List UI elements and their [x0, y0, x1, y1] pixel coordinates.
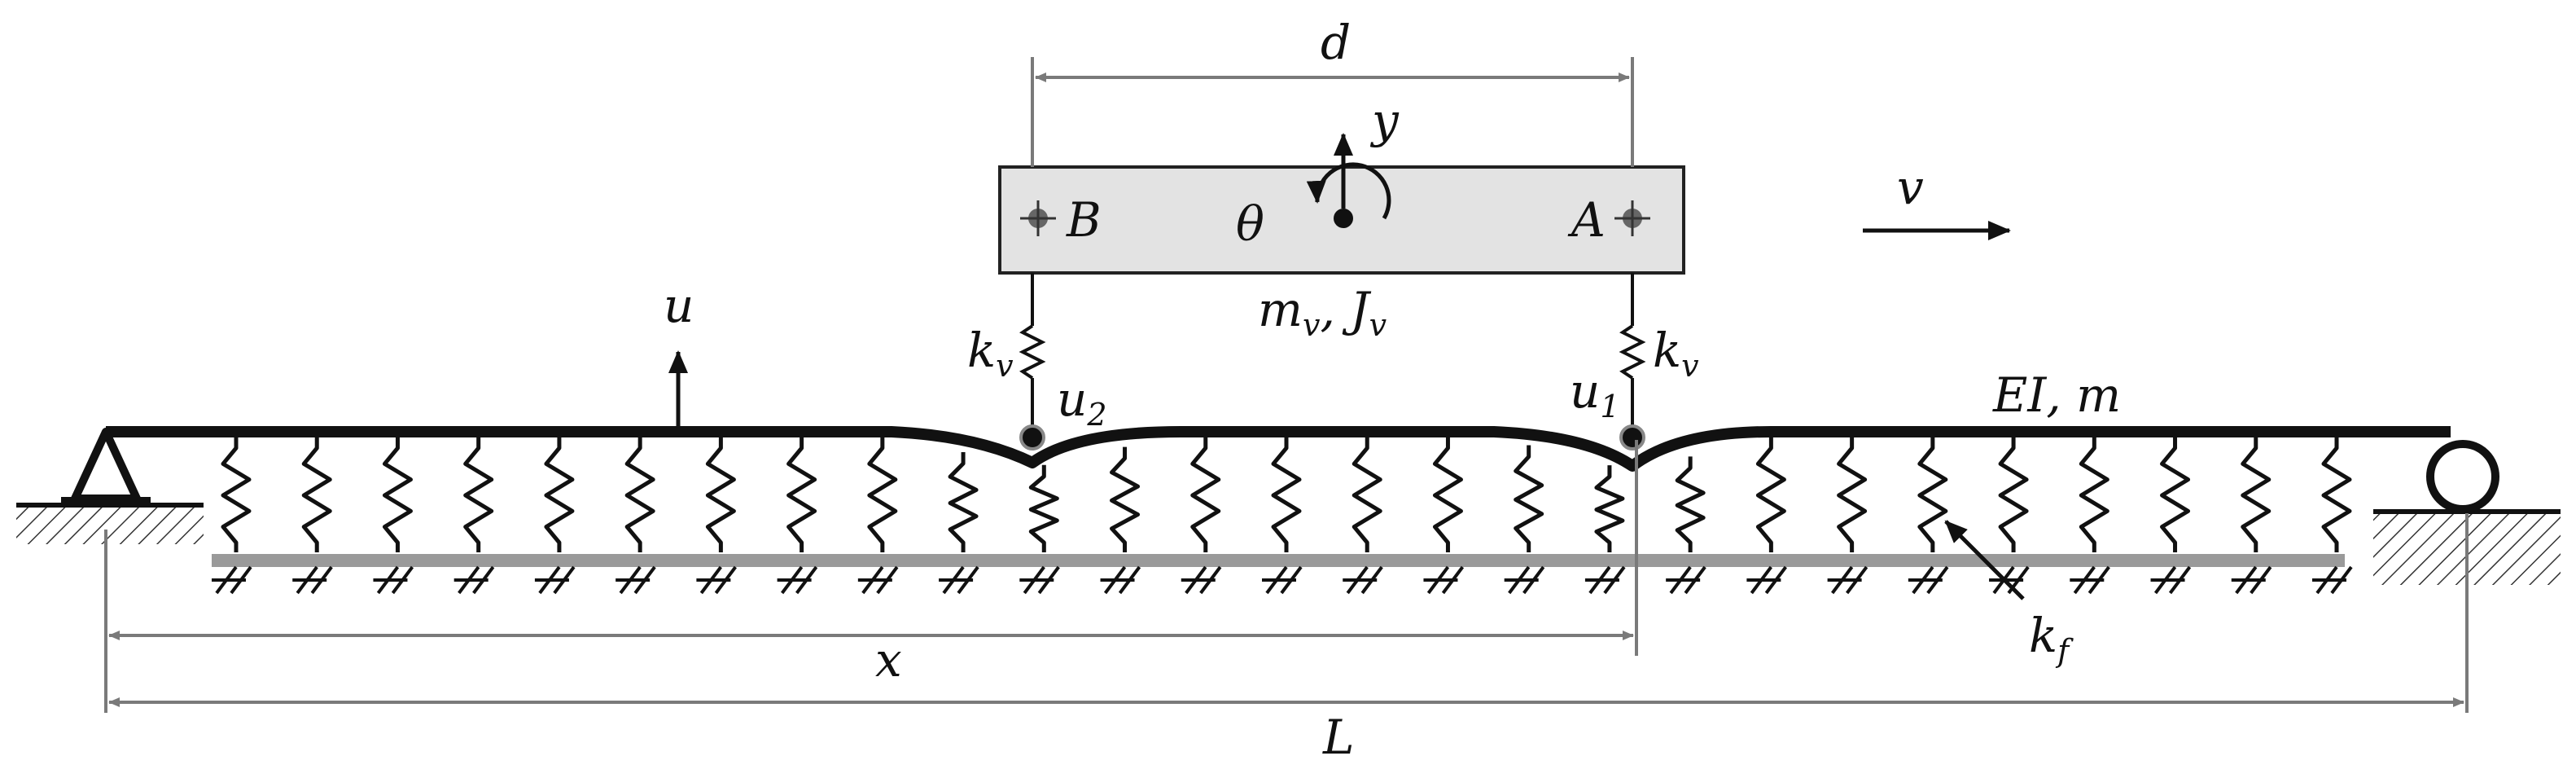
ground-mark — [1908, 565, 1949, 595]
label-kv-right: kv — [1653, 323, 1699, 384]
foundation-spring — [1271, 437, 1302, 552]
ground-mark — [1343, 565, 1383, 595]
label-l: L — [1322, 710, 1355, 765]
ground-mark — [1746, 565, 1787, 595]
label-kv-left: kv — [967, 323, 1014, 384]
label-theta: θ — [1236, 196, 1264, 252]
ground-mark — [1423, 565, 1465, 595]
foundation-spring — [1675, 456, 1706, 552]
ground-mark — [2312, 565, 2353, 595]
ground-mark — [373, 565, 414, 595]
ground-mark — [534, 565, 576, 595]
dimension-d — [1031, 57, 1634, 167]
foundation-spring — [1917, 437, 1948, 552]
center-of-mass — [1334, 209, 1353, 228]
label-ei-m: EI, m — [1992, 367, 2121, 423]
foundation-spring — [867, 437, 898, 552]
ground-mark — [1827, 565, 1868, 595]
foundation-spring — [2079, 437, 2109, 552]
point-b-marker — [1020, 200, 1056, 236]
foundation-spring — [463, 437, 494, 552]
foundation-spring — [1755, 437, 1786, 552]
point-a-marker — [1614, 200, 1650, 236]
roller-support — [2426, 440, 2499, 513]
ground-mark — [1584, 565, 1626, 595]
foundation-ground-marks — [212, 565, 2353, 595]
ground-mark — [453, 565, 495, 595]
foundation-spring — [382, 437, 413, 552]
foundation-spring — [544, 437, 575, 552]
label-kf: kf — [2029, 608, 2074, 669]
foundation-spring — [1352, 437, 1382, 552]
foundation-spring — [705, 437, 736, 552]
label-v: v — [1897, 160, 1924, 215]
label-u2: u2 — [1057, 371, 1107, 433]
foundation-springs — [221, 437, 2352, 552]
foundation-spring — [221, 437, 252, 552]
label-d: d — [1321, 15, 1351, 70]
kf-pointer-arrow — [1944, 520, 2025, 600]
dimension-x — [104, 440, 1638, 713]
label-mass-inertia: mv, Jv — [1258, 282, 1387, 343]
foundation-spring — [2321, 437, 2352, 552]
label-y: y — [1369, 93, 1400, 148]
foundation-spring — [624, 437, 655, 552]
label-x: x — [875, 632, 902, 688]
ground-mark — [696, 565, 737, 595]
foundation-spring — [1028, 464, 1059, 552]
foundation-spring — [1514, 445, 1544, 552]
ground-mark — [212, 565, 252, 595]
label-u1: u1 — [1570, 363, 1620, 424]
ground-mark — [1666, 565, 1706, 595]
label-a: A — [1567, 192, 1606, 248]
dimension-l — [108, 513, 2469, 713]
ground-mark — [1019, 565, 1060, 595]
foundation-spring — [1998, 437, 2029, 552]
label-b: B — [1066, 192, 1102, 248]
ground-mark — [857, 565, 899, 595]
beam — [106, 426, 2451, 472]
ground-left — [16, 503, 204, 544]
ground-mark — [2150, 565, 2192, 595]
vehicle-spring-left — [1019, 273, 1046, 436]
ground-mark — [1262, 565, 1303, 595]
foundation-spring — [1190, 437, 1221, 552]
foundation-spring — [1110, 446, 1141, 552]
foundation-spring — [301, 437, 332, 552]
contact-point-u2 — [1019, 424, 1045, 451]
ground-mark — [292, 565, 333, 595]
foundation-spring — [2241, 437, 2272, 552]
ground-mark — [616, 565, 656, 595]
foundation-spring — [948, 452, 979, 552]
theta-rotation-arrow — [1306, 162, 1391, 220]
pin-support — [61, 428, 151, 503]
ground-mark — [1504, 565, 1545, 595]
ground-mark — [1181, 565, 1222, 595]
foundation-spring — [1432, 437, 1463, 552]
ground-mark — [777, 565, 818, 595]
label-u: u — [664, 278, 694, 333]
foundation-spring — [786, 437, 817, 552]
foundation-spring — [1594, 465, 1625, 552]
contact-point-u1 — [1619, 424, 1645, 451]
ground-mark — [2070, 565, 2110, 595]
ground-mark — [2231, 565, 2272, 595]
ground-mark — [1100, 565, 1141, 595]
ground-mark — [939, 565, 979, 595]
foundation-spring — [2160, 437, 2191, 552]
vehicle-spring-right — [1619, 273, 1646, 436]
foundation-spring — [1837, 437, 1868, 552]
